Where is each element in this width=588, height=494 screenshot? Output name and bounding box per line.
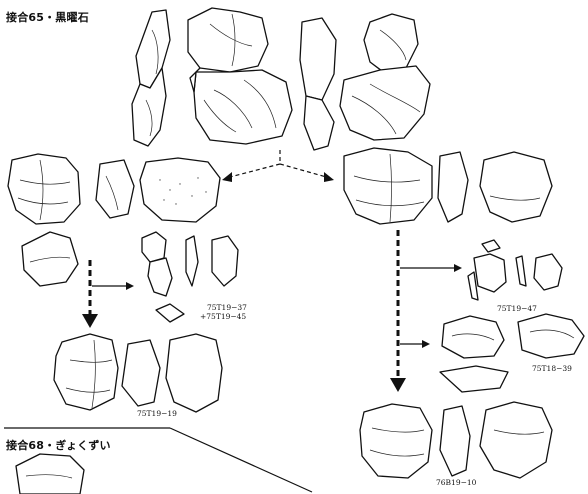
label-75T19-19: 75T19−19	[137, 409, 177, 418]
split-arrowhead-left	[222, 172, 232, 182]
flake-set-75T18-39	[439, 313, 585, 393]
refit-65-heading: 接合65・黒曜石	[6, 11, 89, 24]
label-76B19-10: 76B19−10	[436, 478, 477, 487]
obsidian-core-refit-top	[131, 7, 431, 151]
refit-68-heading: 接合68・ぎょくずい	[6, 439, 111, 452]
left-bottom-core-ridges	[65, 339, 113, 409]
split-connector-right	[279, 163, 331, 179]
split-arrowhead-right	[324, 172, 334, 182]
label-75T19-47: 75T19−47	[497, 304, 537, 313]
flake-set-75T19-47	[467, 239, 563, 301]
right-flow-arrowhead-down	[390, 378, 406, 392]
left-bottom-core	[53, 333, 223, 413]
split-connector-left	[225, 163, 281, 179]
left-flow-arrowhead-right	[126, 282, 134, 290]
left-branch-core-ridges	[17, 159, 119, 221]
obsidian-core-ridges-top	[145, 13, 421, 137]
right-flow-arrowhead-to-47	[454, 264, 462, 272]
left-flake-1-ridge	[29, 256, 71, 263]
right-branch-core-ridges	[353, 153, 541, 223]
section-divider-diagonal	[169, 427, 313, 493]
label-75T19-45: +75T19−45	[200, 312, 247, 321]
chalcedony-ridge	[25, 474, 73, 479]
right-flow-arrowhead-to-39	[422, 340, 430, 348]
right-bottom-core-ridges	[369, 427, 545, 457]
left-branch-core	[7, 153, 221, 225]
left-branch-core-stipple	[159, 177, 207, 205]
right-branch-core	[343, 147, 553, 225]
flake-set-75T19-37	[141, 231, 239, 323]
left-flow-arrowhead-down	[82, 314, 98, 328]
right-bottom-core	[359, 401, 553, 479]
chalcedony-refit-68	[15, 453, 85, 494]
label-75T19-37: 75T19−37	[207, 303, 247, 312]
flake-set-75T18-39-ridges	[451, 329, 575, 341]
left-flake-1	[21, 231, 79, 287]
label-75T18-39: 75T18−39	[532, 364, 572, 373]
